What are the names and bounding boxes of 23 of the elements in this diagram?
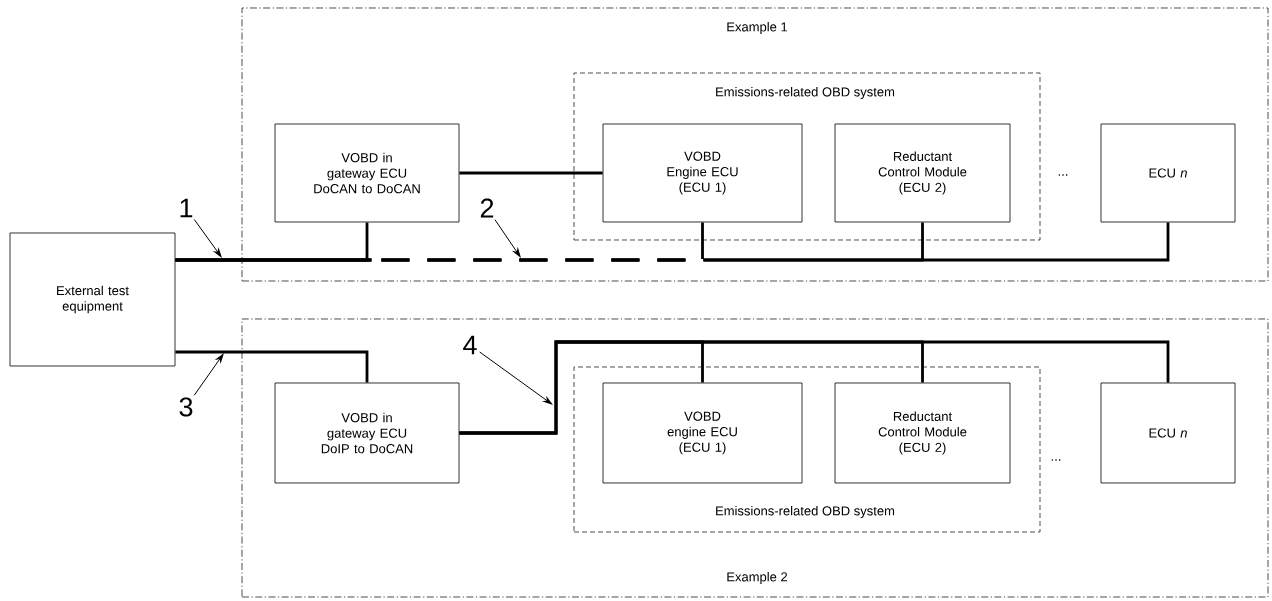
leader-line <box>494 219 521 258</box>
leader-line <box>479 351 553 405</box>
ecu-box: Reductant Control Module (ECU 2) <box>834 382 1011 484</box>
leader-line <box>193 219 222 258</box>
ecu-box: VOBD engine ECU (ECU 1) <box>602 382 803 484</box>
callout-number: 2 <box>480 198 494 218</box>
ellipsis-label: ... <box>1058 174 1068 176</box>
callout-number: 3 <box>179 397 193 417</box>
leader-line <box>193 353 224 396</box>
bus-line <box>459 171 603 175</box>
ecu-box: External test equipment <box>9 232 176 367</box>
ecu-box: VOBD Engine ECU (ECU 1) <box>602 123 803 223</box>
ecu-box: VOBD in gateway ECU DoIP to DoCAN <box>274 382 460 484</box>
callout-number: 1 <box>180 198 193 218</box>
callout-number: 4 <box>463 335 477 355</box>
ecu-box: VOBD in gateway ECU DoCAN to DoCAN <box>274 123 460 223</box>
bus-line <box>175 222 1170 262</box>
bus-line <box>459 340 1170 435</box>
bus-line <box>175 350 369 383</box>
ellipsis-label: ... <box>1051 459 1061 461</box>
ecu-box: ECU n <box>1100 123 1236 223</box>
ecu-box: ECU n <box>1100 382 1236 484</box>
ecu-box: Reductant Control Module (ECU 2) <box>834 123 1011 223</box>
